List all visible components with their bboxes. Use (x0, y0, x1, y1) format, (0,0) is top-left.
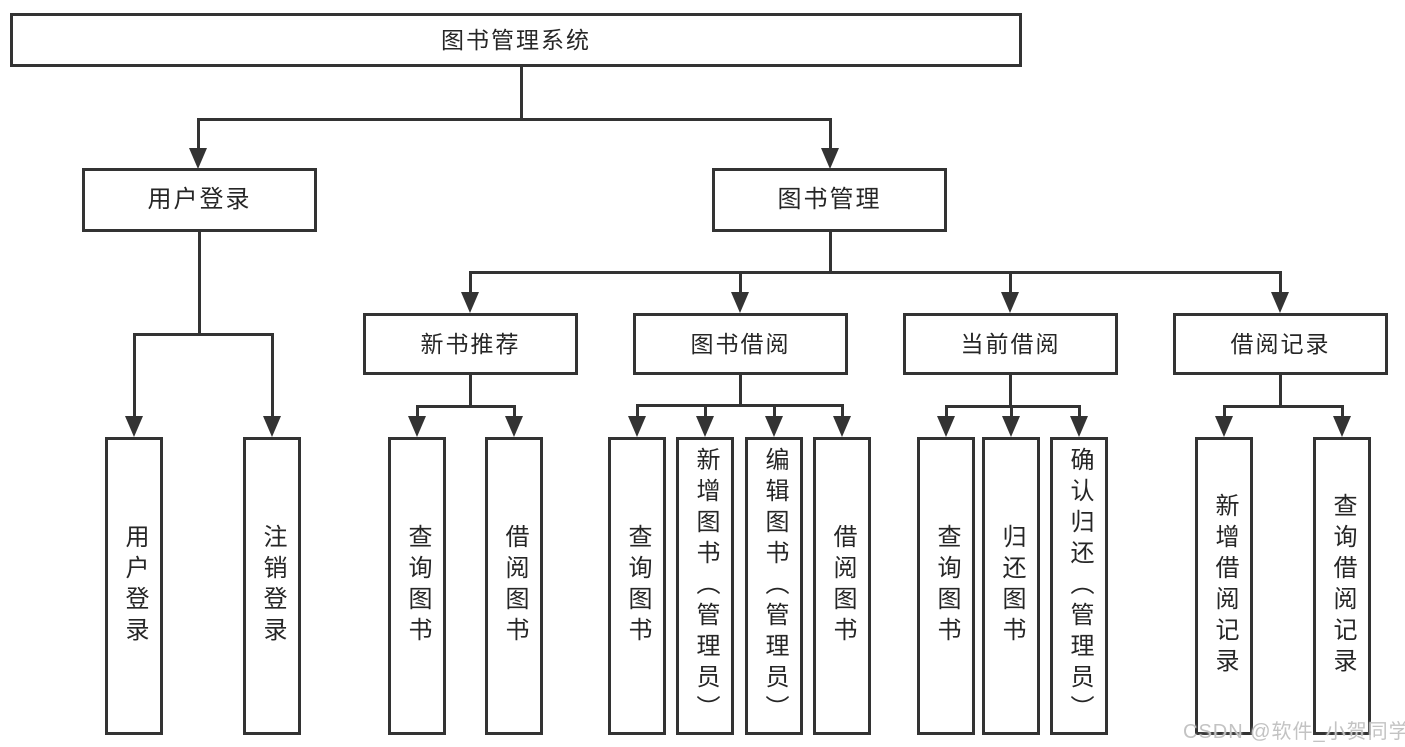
connector-stem-leaf (841, 404, 844, 417)
connector-stem-leaf (1341, 405, 1344, 417)
connector-new-book-recommend-branch (416, 405, 516, 408)
node-leaf-borrow-borrow-book: 借阅图书 (813, 437, 871, 735)
arrow-down-icon (189, 148, 207, 169)
arrow-down-icon (1215, 416, 1233, 437)
connector-stem-borrow-records (1279, 271, 1282, 293)
connector-new-book-recommend-trunk (469, 375, 472, 408)
connector-book-borrow-trunk (739, 375, 742, 407)
connector-root-branch (197, 118, 832, 121)
arrow-down-icon (1333, 416, 1351, 437)
node-new-book-recommend-label: 新书推荐 (420, 330, 521, 357)
connector-stem-leaf (704, 404, 707, 417)
csdn-watermark: CSDN @软件_小贺同学 (1183, 721, 1405, 743)
arrow-down-icon (731, 292, 749, 313)
node-leaf-newbook-query-book: 查询图书 (388, 437, 446, 735)
connector-stem-leaf (1223, 405, 1226, 417)
connector-stem-leaf (513, 405, 516, 417)
node-leaf-current-confirm-return-label: 确认归还（管理员） (1066, 446, 1093, 726)
node-leaf-current-return-book: 归还图书 (982, 437, 1040, 735)
connector-stem-book-borrow (739, 271, 742, 293)
connector-stem-leaf (1078, 405, 1081, 417)
node-book-borrow: 图书借阅 (633, 313, 848, 375)
arrow-down-icon (125, 416, 143, 437)
connector-stem-current-borrow (1009, 271, 1012, 293)
node-borrow-records: 借阅记录 (1173, 313, 1388, 375)
arrow-down-icon (765, 416, 783, 437)
node-book-borrow-label: 图书借阅 (690, 330, 791, 357)
connector-root-trunk (520, 66, 523, 119)
connector-book-management-trunk (829, 232, 832, 274)
node-leaf-current-confirm-return: 确认归还（管理员） (1050, 437, 1108, 735)
node-root-label: 图书管理系统 (441, 26, 591, 53)
node-leaf-logout: 注销登录 (243, 437, 301, 735)
arrow-down-icon (821, 148, 839, 169)
arrow-down-icon (263, 416, 281, 437)
node-root: 图书管理系统 (10, 13, 1022, 67)
connector-stem-leaf (1010, 405, 1013, 417)
connector-user-login-branch (133, 333, 273, 336)
node-user-login: 用户登录 (82, 168, 317, 232)
node-leaf-borrow-borrow-book-label: 借阅图书 (829, 524, 856, 648)
arrow-down-icon (696, 416, 714, 437)
node-leaf-borrow-add-book-label: 新增图书（管理员） (692, 446, 719, 726)
connector-user-login-trunk (198, 232, 201, 335)
arrow-down-icon (1001, 292, 1019, 313)
connector-stem-leaf (636, 404, 639, 417)
connector-stem-user-login (197, 118, 200, 148)
node-leaf-current-return-book-label: 归还图书 (998, 524, 1025, 648)
arrow-down-icon (461, 292, 479, 313)
connector-book-management-branch (469, 271, 1282, 274)
arrow-down-icon (937, 416, 955, 437)
node-leaf-records-add-record-label: 新增借阅记录 (1211, 493, 1238, 679)
node-book-management-label: 图书管理 (777, 186, 882, 213)
connector-borrow-records-trunk (1279, 375, 1282, 408)
node-book-management: 图书管理 (712, 168, 947, 232)
node-leaf-user-login: 用户登录 (105, 437, 163, 735)
node-leaf-records-add-record: 新增借阅记录 (1195, 437, 1253, 735)
node-leaf-newbook-borrow-book: 借阅图书 (485, 437, 543, 735)
node-leaf-logout-label: 注销登录 (259, 524, 286, 648)
node-current-borrow: 当前借阅 (903, 313, 1118, 375)
arrow-down-icon (1070, 416, 1088, 437)
node-current-borrow-label: 当前借阅 (960, 330, 1061, 357)
connector-current-borrow-trunk (1009, 375, 1012, 408)
node-leaf-current-query-book-label: 查询图书 (933, 524, 960, 648)
node-leaf-newbook-borrow-book-label: 借阅图书 (501, 524, 528, 648)
node-leaf-newbook-query-book-label: 查询图书 (404, 524, 431, 648)
connector-stem-leaf (416, 405, 419, 417)
arrow-down-icon (505, 416, 523, 437)
arrow-down-icon (833, 416, 851, 437)
node-leaf-records-query-record: 查询借阅记录 (1313, 437, 1371, 735)
arrow-down-icon (408, 416, 426, 437)
connector-stem-new-book-recommend (469, 271, 472, 293)
node-borrow-records-label: 借阅记录 (1230, 330, 1331, 357)
node-leaf-borrow-edit-book: 编辑图书（管理员） (745, 437, 803, 735)
connector-book-borrow-branch (636, 404, 844, 407)
connector-stem-leaf (773, 404, 776, 417)
connector-stem-user-login-leaf (133, 333, 136, 417)
node-leaf-borrow-edit-book-label: 编辑图书（管理员） (761, 446, 788, 726)
node-leaf-current-query-book: 查询图书 (917, 437, 975, 735)
node-leaf-user-login-label: 用户登录 (121, 524, 148, 648)
node-leaf-records-query-record-label: 查询借阅记录 (1329, 493, 1356, 679)
connector-borrow-records-branch (1223, 405, 1344, 408)
node-leaf-borrow-query-book: 查询图书 (608, 437, 666, 735)
node-leaf-borrow-query-book-label: 查询图书 (624, 524, 651, 648)
node-leaf-borrow-add-book: 新增图书（管理员） (676, 437, 734, 735)
node-user-login-label: 用户登录 (147, 186, 252, 213)
arrow-down-icon (628, 416, 646, 437)
arrow-down-icon (1002, 416, 1020, 437)
node-new-book-recommend: 新书推荐 (363, 313, 578, 375)
connector-stem-book-management (829, 118, 832, 148)
connector-stem-logout-leaf (271, 333, 274, 417)
connector-stem-leaf (945, 405, 948, 417)
arrow-down-icon (1271, 292, 1289, 313)
